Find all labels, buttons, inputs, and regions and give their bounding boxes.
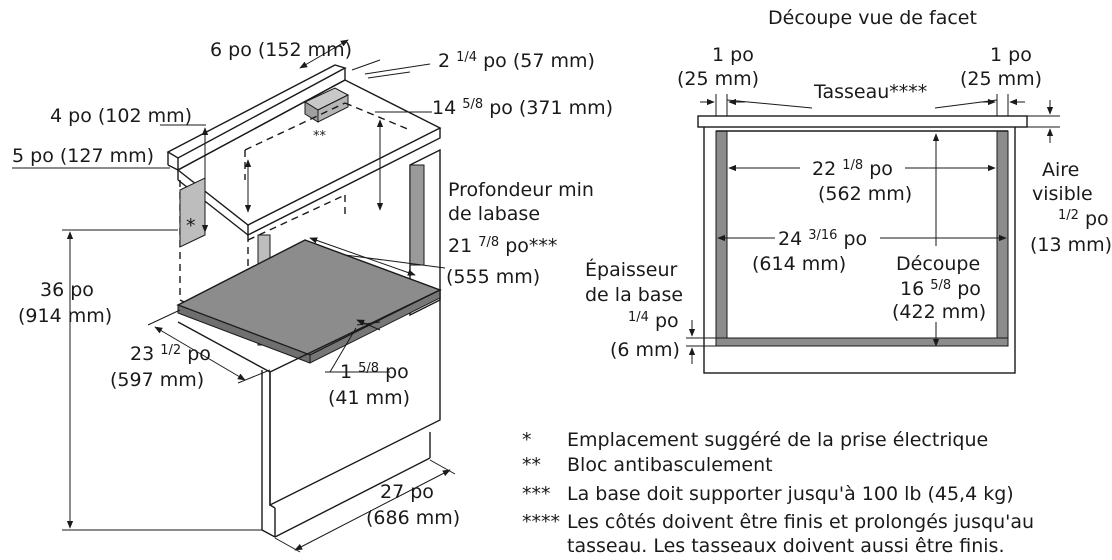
dec-whole: 16 bbox=[900, 278, 924, 300]
dim-14-whole: 14 bbox=[432, 97, 456, 119]
outlet-area bbox=[179, 177, 206, 248]
base-shelf bbox=[176, 239, 442, 356]
dim-4po: 4 po (102 mm) bbox=[50, 105, 192, 127]
dec-frac: 5/8 bbox=[930, 278, 951, 293]
w22-frac: 1/8 bbox=[842, 158, 863, 173]
svg-text:2 1/4 po (57 mm): 2 1/4 po (57 mm) bbox=[438, 44, 595, 72]
dim-2-rest: po (57 mm) bbox=[483, 50, 595, 72]
prof-frac: 7/8 bbox=[478, 235, 499, 250]
base-strip bbox=[715, 337, 1009, 347]
trim-strip bbox=[697, 115, 1028, 128]
ep-2: de la base bbox=[585, 284, 683, 306]
t15-whole: 1 bbox=[340, 361, 352, 383]
tasseau-label: Tasseau**** bbox=[813, 81, 927, 103]
dim-2-frac: 1/4 bbox=[456, 50, 477, 65]
t15-mm: (41 mm) bbox=[328, 387, 410, 409]
ep-frac: 1/4 bbox=[628, 310, 649, 325]
svg-text:22 1/8 po: 22 1/8 po bbox=[812, 152, 893, 180]
left-25mm: (25 mm) bbox=[677, 68, 759, 90]
dec-mm: (422 mm) bbox=[892, 301, 986, 323]
svg-text:16 5/8 po: 16 5/8 po bbox=[900, 272, 981, 300]
front-view-title: Découpe vue de facet bbox=[768, 7, 977, 29]
right-25mm: (25 mm) bbox=[960, 68, 1042, 90]
w23-frac: 1/2 bbox=[160, 343, 181, 358]
svg-text:1/2 po: 1/2 po bbox=[1058, 202, 1109, 230]
anti-tip-marker: ** bbox=[313, 129, 327, 144]
dim-14-rest: po (371 mm) bbox=[489, 97, 613, 119]
t15-frac: 5/8 bbox=[358, 361, 379, 376]
aire-2: visible bbox=[1032, 183, 1093, 205]
note-text-4: Les côtés doivent être finis et prolongé… bbox=[567, 511, 1034, 533]
w24-frac: 3/16 bbox=[808, 228, 837, 243]
note-text-1: Emplacement suggéré de la prise électriq… bbox=[567, 429, 988, 451]
svg-text:14 5/8 po (371 mm): 14 5/8 po (371 mm) bbox=[432, 91, 613, 119]
anti-tip-block bbox=[303, 87, 350, 123]
w24-mm: (614 mm) bbox=[752, 253, 846, 275]
note-mark-2: ** bbox=[522, 454, 541, 476]
ep-1: Épaisseur bbox=[585, 258, 678, 281]
prof-rest: po*** bbox=[505, 235, 557, 257]
note-mark-1: * bbox=[522, 429, 532, 451]
svg-text:1/4 po: 1/4 po bbox=[628, 304, 679, 332]
w22-whole: 22 bbox=[812, 158, 836, 180]
svg-text:23 1/2 po: 23 1/2 po bbox=[130, 337, 211, 365]
note-text-2: Bloc antibasculement bbox=[567, 454, 773, 476]
d27-line1: 27 po bbox=[380, 481, 434, 503]
w24-rest: po bbox=[843, 228, 867, 250]
h36-line1: 36 po bbox=[40, 279, 94, 301]
w22-mm: (562 mm) bbox=[818, 183, 912, 205]
t15-rest: po bbox=[385, 361, 409, 383]
w23-rest: po bbox=[187, 343, 211, 365]
svg-text:21 7/8 po***: 21 7/8 po*** bbox=[448, 229, 557, 257]
dim-6po: 6 po (152 mm) bbox=[210, 39, 352, 61]
ep-mm: (6 mm) bbox=[610, 339, 680, 361]
note-mark-4: **** bbox=[522, 511, 560, 533]
aire-1: Aire bbox=[1042, 159, 1079, 181]
aire-rest: po bbox=[1085, 208, 1109, 230]
svg-text:24 3/16 po: 24 3/16 po bbox=[778, 222, 867, 250]
right-1po: 1 po bbox=[990, 44, 1032, 66]
dec-rest: po bbox=[957, 278, 981, 300]
dim-2-whole: 2 bbox=[438, 50, 450, 72]
dim-5po: 5 po (127 mm) bbox=[12, 145, 154, 167]
w22-rest: po bbox=[869, 158, 893, 180]
w23-mm: (597 mm) bbox=[110, 369, 204, 391]
w23-whole: 23 bbox=[130, 343, 154, 365]
left-1po: 1 po bbox=[712, 44, 754, 66]
svg-text:1 5/8 po: 1 5/8 po bbox=[340, 355, 409, 383]
aire-frac: 1/2 bbox=[1058, 208, 1079, 223]
note-text-3: La base doit supporter jusqu'à 100 lb (4… bbox=[567, 483, 1014, 505]
aire-mm: (13 mm) bbox=[1030, 234, 1112, 256]
w24-whole: 24 bbox=[778, 228, 802, 250]
front-view-drawing: Découpe vue de facet 1 po (25 mm) 1 po (… bbox=[585, 7, 1112, 374]
notes-legend: * Emplacement suggéré de la prise électr… bbox=[522, 429, 1034, 557]
h36-line2: (914 mm) bbox=[18, 305, 112, 327]
prof-mm: (555 mm) bbox=[446, 266, 540, 288]
prof-whole: 21 bbox=[448, 235, 472, 257]
note-text-5: tasseau. Les tasseaux doivent aussi être… bbox=[567, 535, 1005, 557]
cabinet-drawing: ** * 6 po (152 mm) bbox=[12, 39, 613, 553]
note-mark-3: *** bbox=[522, 483, 551, 505]
outlet-marker: * bbox=[186, 215, 196, 237]
ep-rest: po bbox=[655, 310, 679, 332]
d27-line2: (686 mm) bbox=[366, 507, 460, 529]
prof-line1: Profondeur min bbox=[448, 179, 594, 201]
prof-line2: de labase bbox=[448, 203, 540, 225]
dim-14-frac: 5/8 bbox=[462, 97, 483, 112]
dec-label: Découpe bbox=[896, 253, 980, 275]
